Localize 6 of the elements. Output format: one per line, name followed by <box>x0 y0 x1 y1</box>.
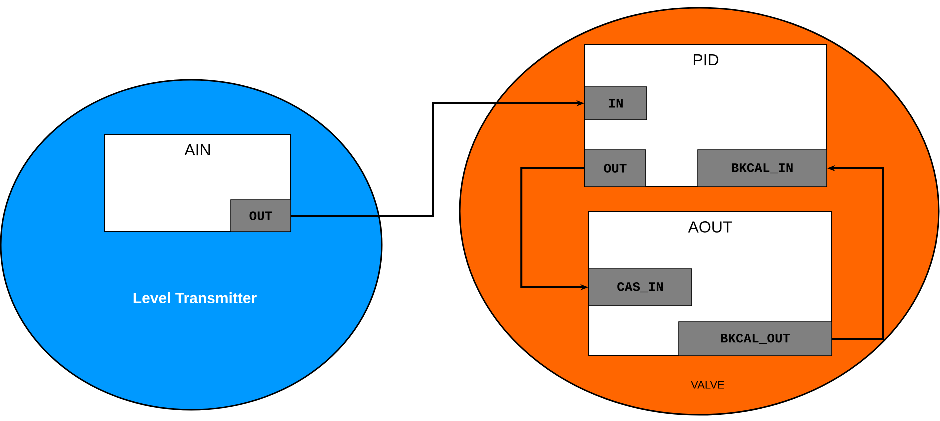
port-box: BKCAL_OUT <box>678 322 832 356</box>
port-box: IN <box>584 86 648 120</box>
port-box: BKCAL_IN <box>698 150 828 188</box>
port-box: OUT <box>230 200 292 232</box>
port-box: CAS_IN <box>588 268 692 306</box>
port-box: OUT <box>584 150 646 188</box>
